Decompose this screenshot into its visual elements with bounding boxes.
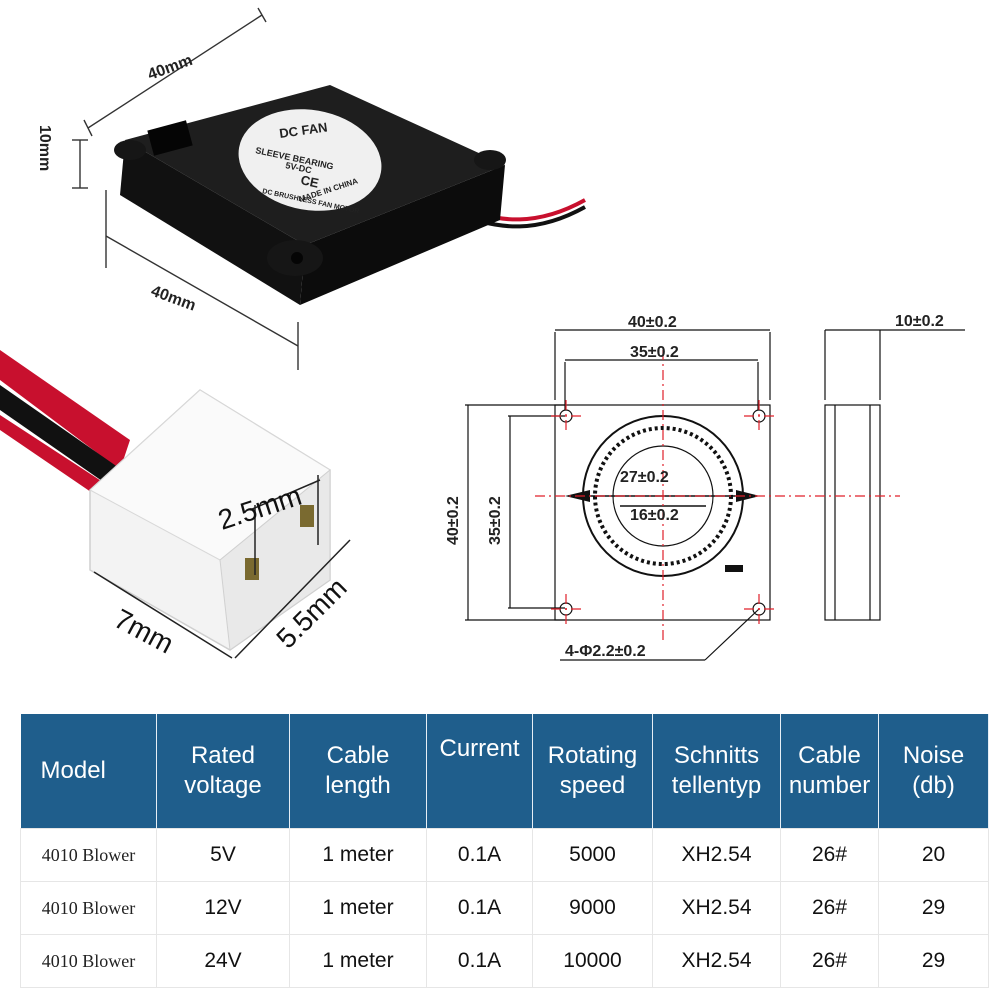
mounting-holes-label: 4-Φ2.2±0.2 xyxy=(565,643,646,660)
rotor-outer-label: 27±0.2 xyxy=(620,469,669,486)
fan-label-sticker: DC FAN SLEEVE BEARING 5V-DC CE DC BRUSHL… xyxy=(238,109,382,216)
table-row: 4010 Blower 12V 1 meter 0.1A 9000 XH2.54… xyxy=(20,881,989,935)
cell-noise: 20 xyxy=(878,828,989,882)
technical-drawing: 40±0.2 35±0.2 40±0.2 35±0.2 27±0.2 16±0.… xyxy=(445,313,965,661)
connector-photo: 2.5mm 7mm 5.5mm xyxy=(0,350,353,660)
fan-label-ce: CE xyxy=(299,172,320,190)
outer-height-label: 40±0.2 xyxy=(445,496,462,545)
thickness-label: 10±0.2 xyxy=(895,313,944,330)
cell-speed: 5000 xyxy=(532,828,653,882)
fan-label-line1: DC FAN xyxy=(278,119,328,141)
cell-current: 0.1A xyxy=(426,828,533,882)
fan-body-front xyxy=(120,140,305,305)
cell-noise: 29 xyxy=(878,934,989,988)
cell-connector: XH2.54 xyxy=(652,934,781,988)
cell-model: 4010 Blower xyxy=(20,881,157,935)
cell-cable-number: 26# xyxy=(780,881,879,935)
cell-current: 0.1A xyxy=(426,881,533,935)
col-noise: Noise(db) xyxy=(878,714,989,829)
inner-width-label: 35±0.2 xyxy=(630,344,679,361)
photo-depth-label: 40mm xyxy=(149,283,198,315)
side-view-frame xyxy=(824,404,881,621)
cell-connector: XH2.54 xyxy=(652,828,781,882)
table-row: 4010 Blower 5V 1 meter 0.1A 5000 XH2.54 … xyxy=(20,828,989,882)
rotor-inner-label: 16±0.2 xyxy=(630,507,679,524)
cell-voltage: 5V xyxy=(156,828,290,882)
inner-height-label: 35±0.2 xyxy=(487,496,504,545)
cell-model: 4010 Blower xyxy=(20,934,157,988)
cell-cable-number: 26# xyxy=(780,934,879,988)
cell-voltage: 12V xyxy=(156,881,290,935)
col-current: Current xyxy=(426,714,533,829)
cell-voltage: 24V xyxy=(156,934,290,988)
fan-photo: DC FAN SLEEVE BEARING 5V-DC CE DC BRUSHL… xyxy=(36,7,586,370)
cell-cable-length: 1 meter xyxy=(289,828,427,882)
outer-width-label: 40±0.2 xyxy=(628,314,677,331)
cell-connector: XH2.54 xyxy=(652,881,781,935)
fan-body-side xyxy=(300,165,505,305)
cell-current: 0.1A xyxy=(426,934,533,988)
cell-cable-length: 1 meter xyxy=(289,881,427,935)
col-model: Model xyxy=(20,714,157,829)
cell-noise: 29 xyxy=(878,881,989,935)
cell-cable-number: 26# xyxy=(780,828,879,882)
cell-model: 4010 Blower xyxy=(20,828,157,882)
table-row: 4010 Blower 24V 1 meter 0.1A 10000 XH2.5… xyxy=(20,934,989,988)
cell-speed: 10000 xyxy=(532,934,653,988)
photo-height-label: 10mm xyxy=(36,125,53,171)
cell-cable-length: 1 meter xyxy=(289,934,427,988)
photo-width-label: 40mm xyxy=(146,52,195,84)
cell-speed: 9000 xyxy=(532,881,653,935)
